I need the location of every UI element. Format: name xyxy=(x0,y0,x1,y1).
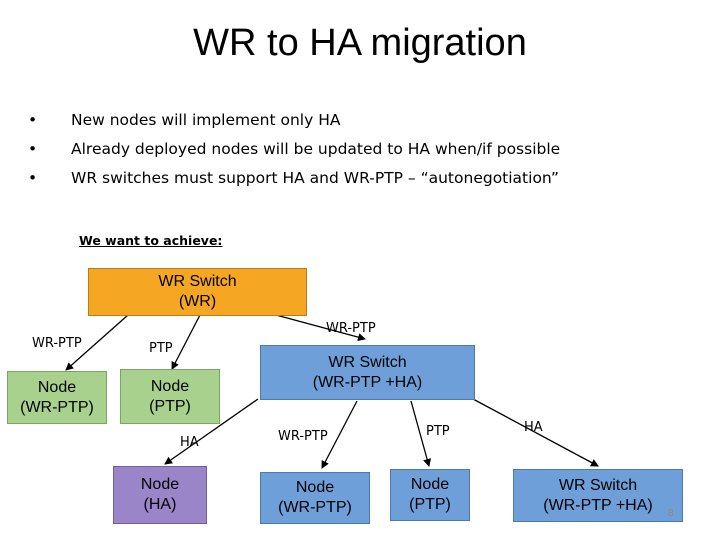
edge-root-to-mid-switch xyxy=(275,314,366,342)
box-line: Node xyxy=(150,377,190,395)
box-line: WR Switch xyxy=(158,273,237,290)
box-line: Node xyxy=(295,479,335,496)
bullet-item: WR switches must support HA and WR-PTP –… xyxy=(28,164,560,193)
box-line: (HA) xyxy=(143,496,177,513)
edge-ptp-to-ha xyxy=(164,398,259,465)
node-wr-ptp: Node (WR-PTP) xyxy=(7,371,107,424)
edge-label-ptp: PTP xyxy=(426,424,450,439)
edge-mid-to-leaf-wrptp xyxy=(321,400,358,469)
leaf-node-ptp: Node (PTP) xyxy=(390,469,470,521)
wr-switch-root: WR Switch (WR) xyxy=(88,268,307,316)
edge-mid-to-leaf-switch xyxy=(472,398,599,467)
edge-label-wr-ptp: WR-PTP xyxy=(326,321,376,336)
bullet-list: New nodes will implement only HA Already… xyxy=(28,106,560,193)
edge-mid-to-leaf-ptp xyxy=(410,400,431,467)
box-line: (WR-PTP +HA) xyxy=(543,496,653,514)
slide-title: WR to HA migration xyxy=(193,22,527,64)
leaf-wr-switch-wrptp-ha: WR Switch (WR-PTP +HA) xyxy=(513,469,683,522)
wr-switch-wrptp-ha: WR Switch (WR-PTP +HA) xyxy=(260,345,475,400)
box-line: (WR-PTP +HA) xyxy=(312,373,423,391)
edge-root-to-node-wrptp xyxy=(65,314,129,371)
box-line: Node xyxy=(140,476,180,493)
box-line: (WR) xyxy=(178,293,217,310)
edge-root-to-node-ptp xyxy=(171,314,201,370)
bullet-item: New nodes will implement only HA xyxy=(28,106,560,135)
edge-label-ptp: PTP xyxy=(149,341,173,356)
box-line: Node xyxy=(410,476,450,493)
edge-label-wr-ptp: WR-PTP xyxy=(32,336,82,351)
leaf-node-wr-ptp: Node (WR-PTP) xyxy=(260,472,370,524)
page-number: 8 xyxy=(668,508,674,519)
bullet-item: Already deployed nodes will be updated t… xyxy=(28,135,560,164)
goal-heading: We want to achieve: xyxy=(79,233,223,248)
box-line: (PTP) xyxy=(409,496,451,513)
box-line: (PTP) xyxy=(149,397,191,415)
edge-label-ha: HA xyxy=(524,420,543,435)
box-line: Node xyxy=(37,378,77,396)
node-ptp: Node (PTP) xyxy=(120,369,220,424)
edge-label-ha: HA xyxy=(180,435,199,450)
node-ha: Node (HA) xyxy=(113,466,207,524)
box-line: (WR-PTP) xyxy=(278,499,352,516)
box-line: WR Switch xyxy=(328,353,407,371)
box-line: WR Switch xyxy=(558,476,638,494)
edge-label-wr-ptp: WR-PTP xyxy=(278,429,328,444)
box-line: (WR-PTP) xyxy=(20,398,94,416)
